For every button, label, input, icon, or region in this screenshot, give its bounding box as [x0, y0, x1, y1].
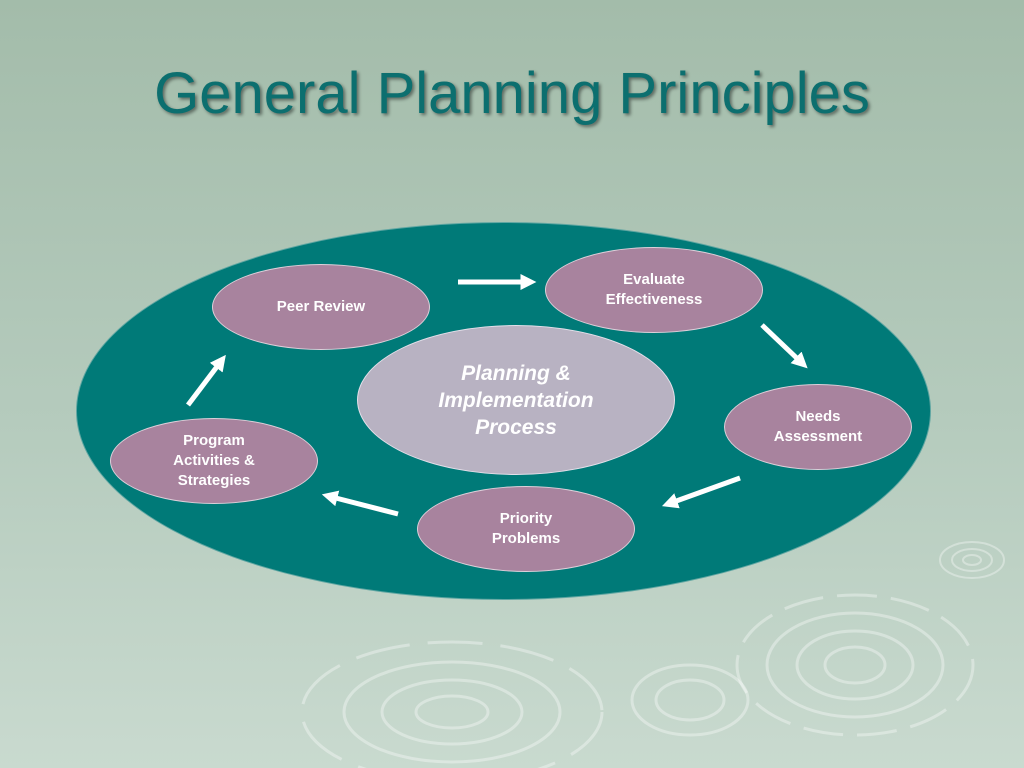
page-title: General Planning Principles: [154, 61, 870, 126]
node-needs-assessment: Needs Assessment: [724, 384, 912, 470]
node-program-activities-strategies: Program Activities & Strategies: [110, 418, 318, 504]
center-node-planning-process: Planning & Implementation Process: [357, 325, 675, 475]
node-priority-problems: Priority Problems: [417, 486, 635, 572]
node-evaluate-effectiveness: Evaluate Effectiveness: [545, 247, 763, 333]
node-peer-review: Peer Review: [212, 264, 430, 350]
